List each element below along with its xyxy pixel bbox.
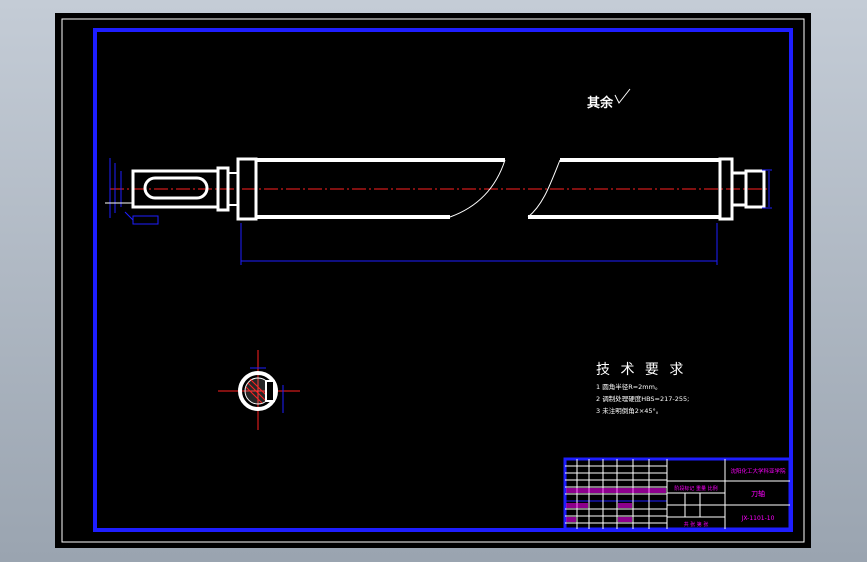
tech-req-item-3: 3 未注明倒角2×45°。 — [596, 406, 662, 415]
drawing-canvas: 其余 技 术 要 求 1 圆角半径R=2mm。 2 调制处理硬度HBS=217-… — [55, 13, 811, 548]
technical-requirements: 技 术 要 求 1 圆角半径R=2mm。 2 调制处理硬度HBS=217-255… — [596, 362, 689, 415]
surface-finish-note: 其余 — [587, 88, 631, 111]
outer-border — [61, 18, 805, 543]
tech-req-item-2: 2 调制处理硬度HBS=217-255; — [596, 394, 689, 403]
title-block: 沈阳化工大学科亚学院 刀轴 JX-1101-10 阶段标记 重量 比例 共 张 … — [563, 457, 792, 531]
section-view — [218, 350, 300, 430]
right-shaft-end — [744, 169, 766, 209]
left-flange — [236, 157, 258, 221]
tolerance-frame — [132, 215, 159, 225]
label-sheets: 共 张 第 张 — [684, 521, 709, 528]
surface-finish-text: 其余 — [587, 95, 614, 111]
drawing-number: JX-1101-10 — [741, 515, 775, 522]
roughness-symbol — [614, 88, 631, 104]
section-outer-circle — [238, 371, 278, 411]
break-line-right — [527, 159, 561, 218]
part-name: 刀轴 — [751, 489, 765, 498]
break-line-left — [449, 159, 506, 218]
tech-req-title: 技 术 要 求 — [596, 362, 686, 378]
label-stage-weight-scale: 阶段标记 重量 比例 — [674, 485, 717, 492]
keyway — [143, 176, 209, 200]
tech-req-item-1: 1 圆角半径R=2mm。 — [596, 382, 661, 391]
section-keyway — [265, 380, 275, 402]
shaft-main-view — [105, 157, 772, 265]
cad-drawing: 其余 技 术 要 求 1 圆角半径R=2mm。 2 调制处理硬度HBS=217-… — [61, 18, 805, 543]
drawing-frame — [93, 28, 793, 532]
school-name: 沈阳化工大学科亚学院 — [730, 467, 786, 475]
